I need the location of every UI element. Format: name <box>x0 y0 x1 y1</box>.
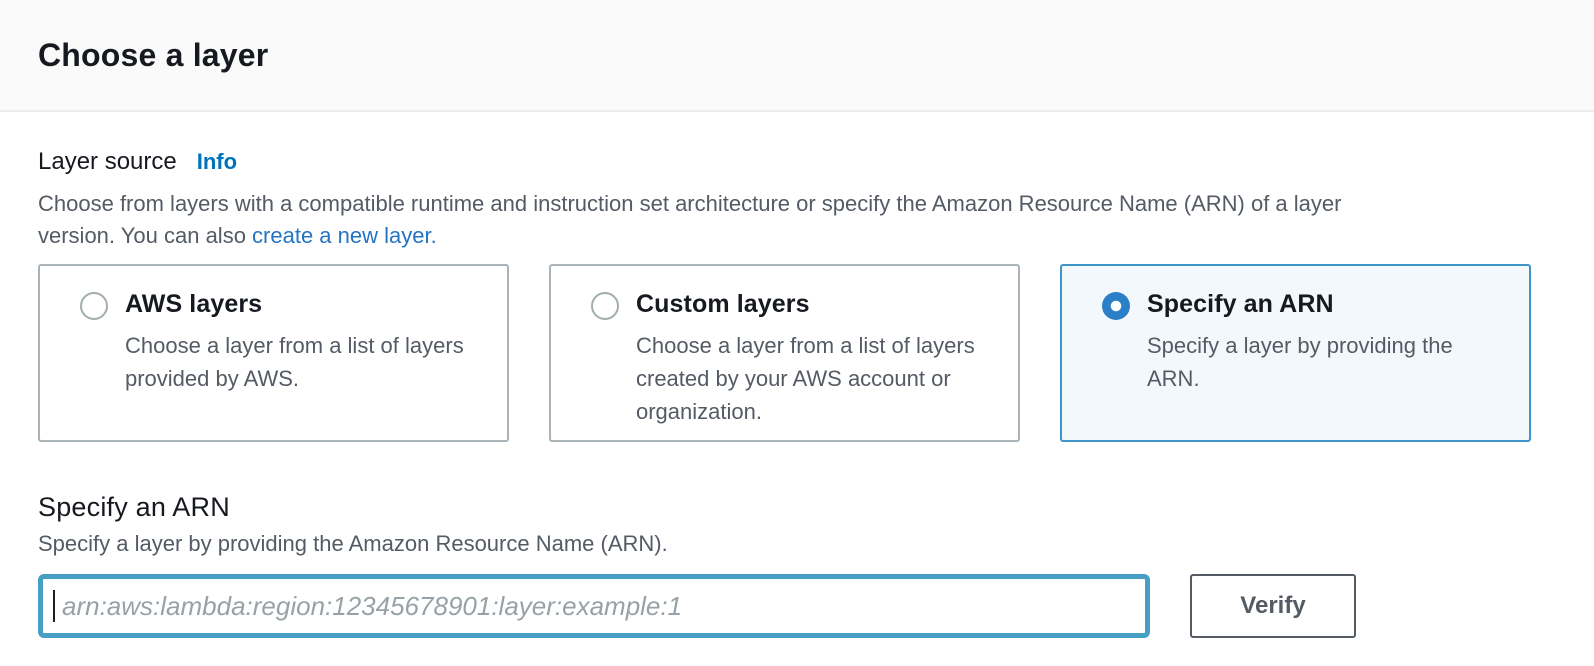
panel-header: Choose a layer <box>0 0 1594 112</box>
tile-specify-arn-title: Specify an ARN <box>1147 290 1334 318</box>
tile-custom-layers-title: Custom layers <box>636 290 810 318</box>
layer-source-description-line1: Choose from layers with a compatible run… <box>38 191 1342 216</box>
radio-unchecked-icon[interactable] <box>80 292 108 320</box>
create-new-layer-link[interactable]: create a new layer. <box>252 223 437 248</box>
verify-button[interactable]: Verify <box>1190 574 1356 638</box>
layer-source-label: Layer source <box>38 148 177 175</box>
specify-arn-section: Specify an ARN Specify a layer by provid… <box>38 492 1556 638</box>
radio-checked-icon[interactable] <box>1102 292 1130 320</box>
info-link[interactable]: Info <box>196 149 238 174</box>
layer-source-description-line2: version. You can also <box>38 223 253 248</box>
tile-specify-arn[interactable]: Specify an ARN Specify a layer by provid… <box>1060 264 1531 442</box>
specify-arn-description: Specify a layer by providing the Amazon … <box>38 531 668 556</box>
arn-input[interactable] <box>38 574 1150 638</box>
arn-input-wrapper <box>38 574 1150 638</box>
layer-source-description: Choose from layers with a compatible run… <box>38 188 1538 252</box>
radio-unchecked-icon[interactable] <box>591 292 619 320</box>
layer-source-tiles: AWS layers Choose a layer from a list of… <box>38 264 1531 442</box>
tile-aws-layers-description: Choose a layer from a list of layers pro… <box>125 333 464 391</box>
tile-aws-layers[interactable]: AWS layers Choose a layer from a list of… <box>38 264 509 442</box>
tile-custom-layers-description: Choose a layer from a list of layers cre… <box>636 333 975 424</box>
layer-source-label-row: Layer source Info <box>38 148 1556 176</box>
text-cursor <box>53 590 55 622</box>
tile-specify-arn-description: Specify a layer by providing the ARN. <box>1147 333 1453 391</box>
tile-aws-layers-title: AWS layers <box>125 290 263 318</box>
specify-arn-title: Specify an ARN <box>38 492 230 522</box>
layer-chooser-content: Layer source Info Choose from layers wit… <box>0 112 1594 638</box>
tile-custom-layers[interactable]: Custom layers Choose a layer from a list… <box>549 264 1020 442</box>
page-title: Choose a layer <box>38 36 269 73</box>
